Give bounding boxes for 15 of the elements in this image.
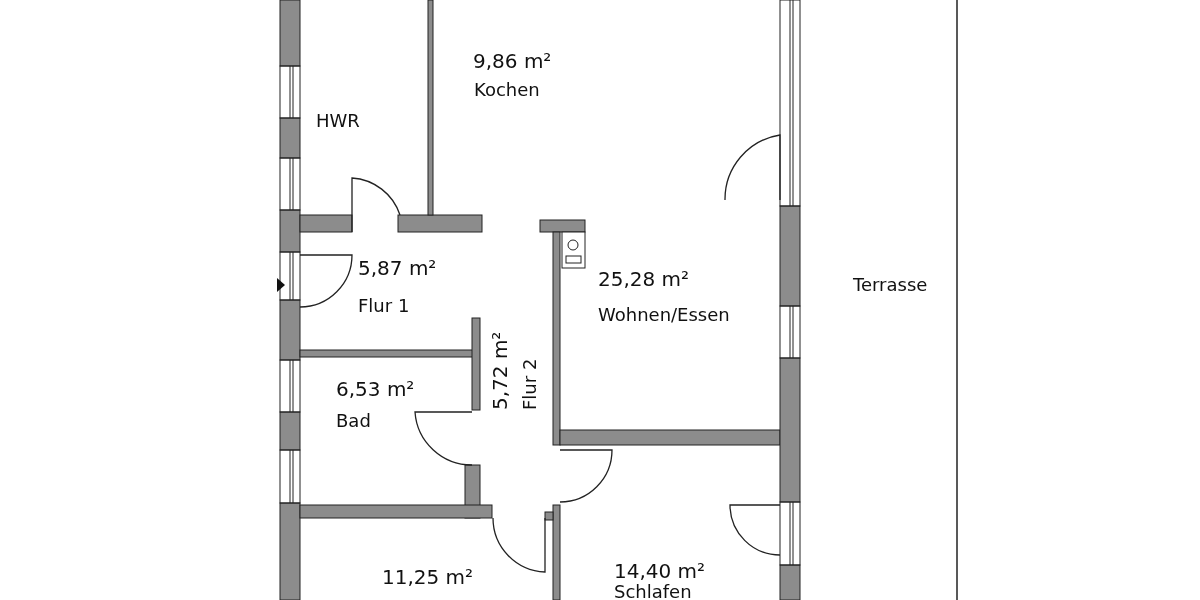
room-name-label: Wohnen/Essen [598,305,730,325]
room-area-label: 25,28 m² [598,268,690,290]
room-name-label: HWR [316,111,360,131]
room-area-label: 6,53 m² [336,378,415,400]
room-name-label: Terrasse [853,275,928,295]
room-name-label: Schlafen [614,582,692,600]
room-area-label: 5,72 m² [489,331,511,410]
room-name-label: Bad [336,411,371,431]
room-area-label: 5,87 m² [358,257,437,279]
room-name-label: Kochen [474,80,540,100]
room-area-label: 14,40 m² [614,560,706,582]
room-area-label: 9,86 m² [473,50,552,72]
room-area-label: 11,25 m² [382,566,474,588]
room-name-label: Flur 2 [520,358,540,410]
room-name-label: Flur 1 [358,296,410,316]
